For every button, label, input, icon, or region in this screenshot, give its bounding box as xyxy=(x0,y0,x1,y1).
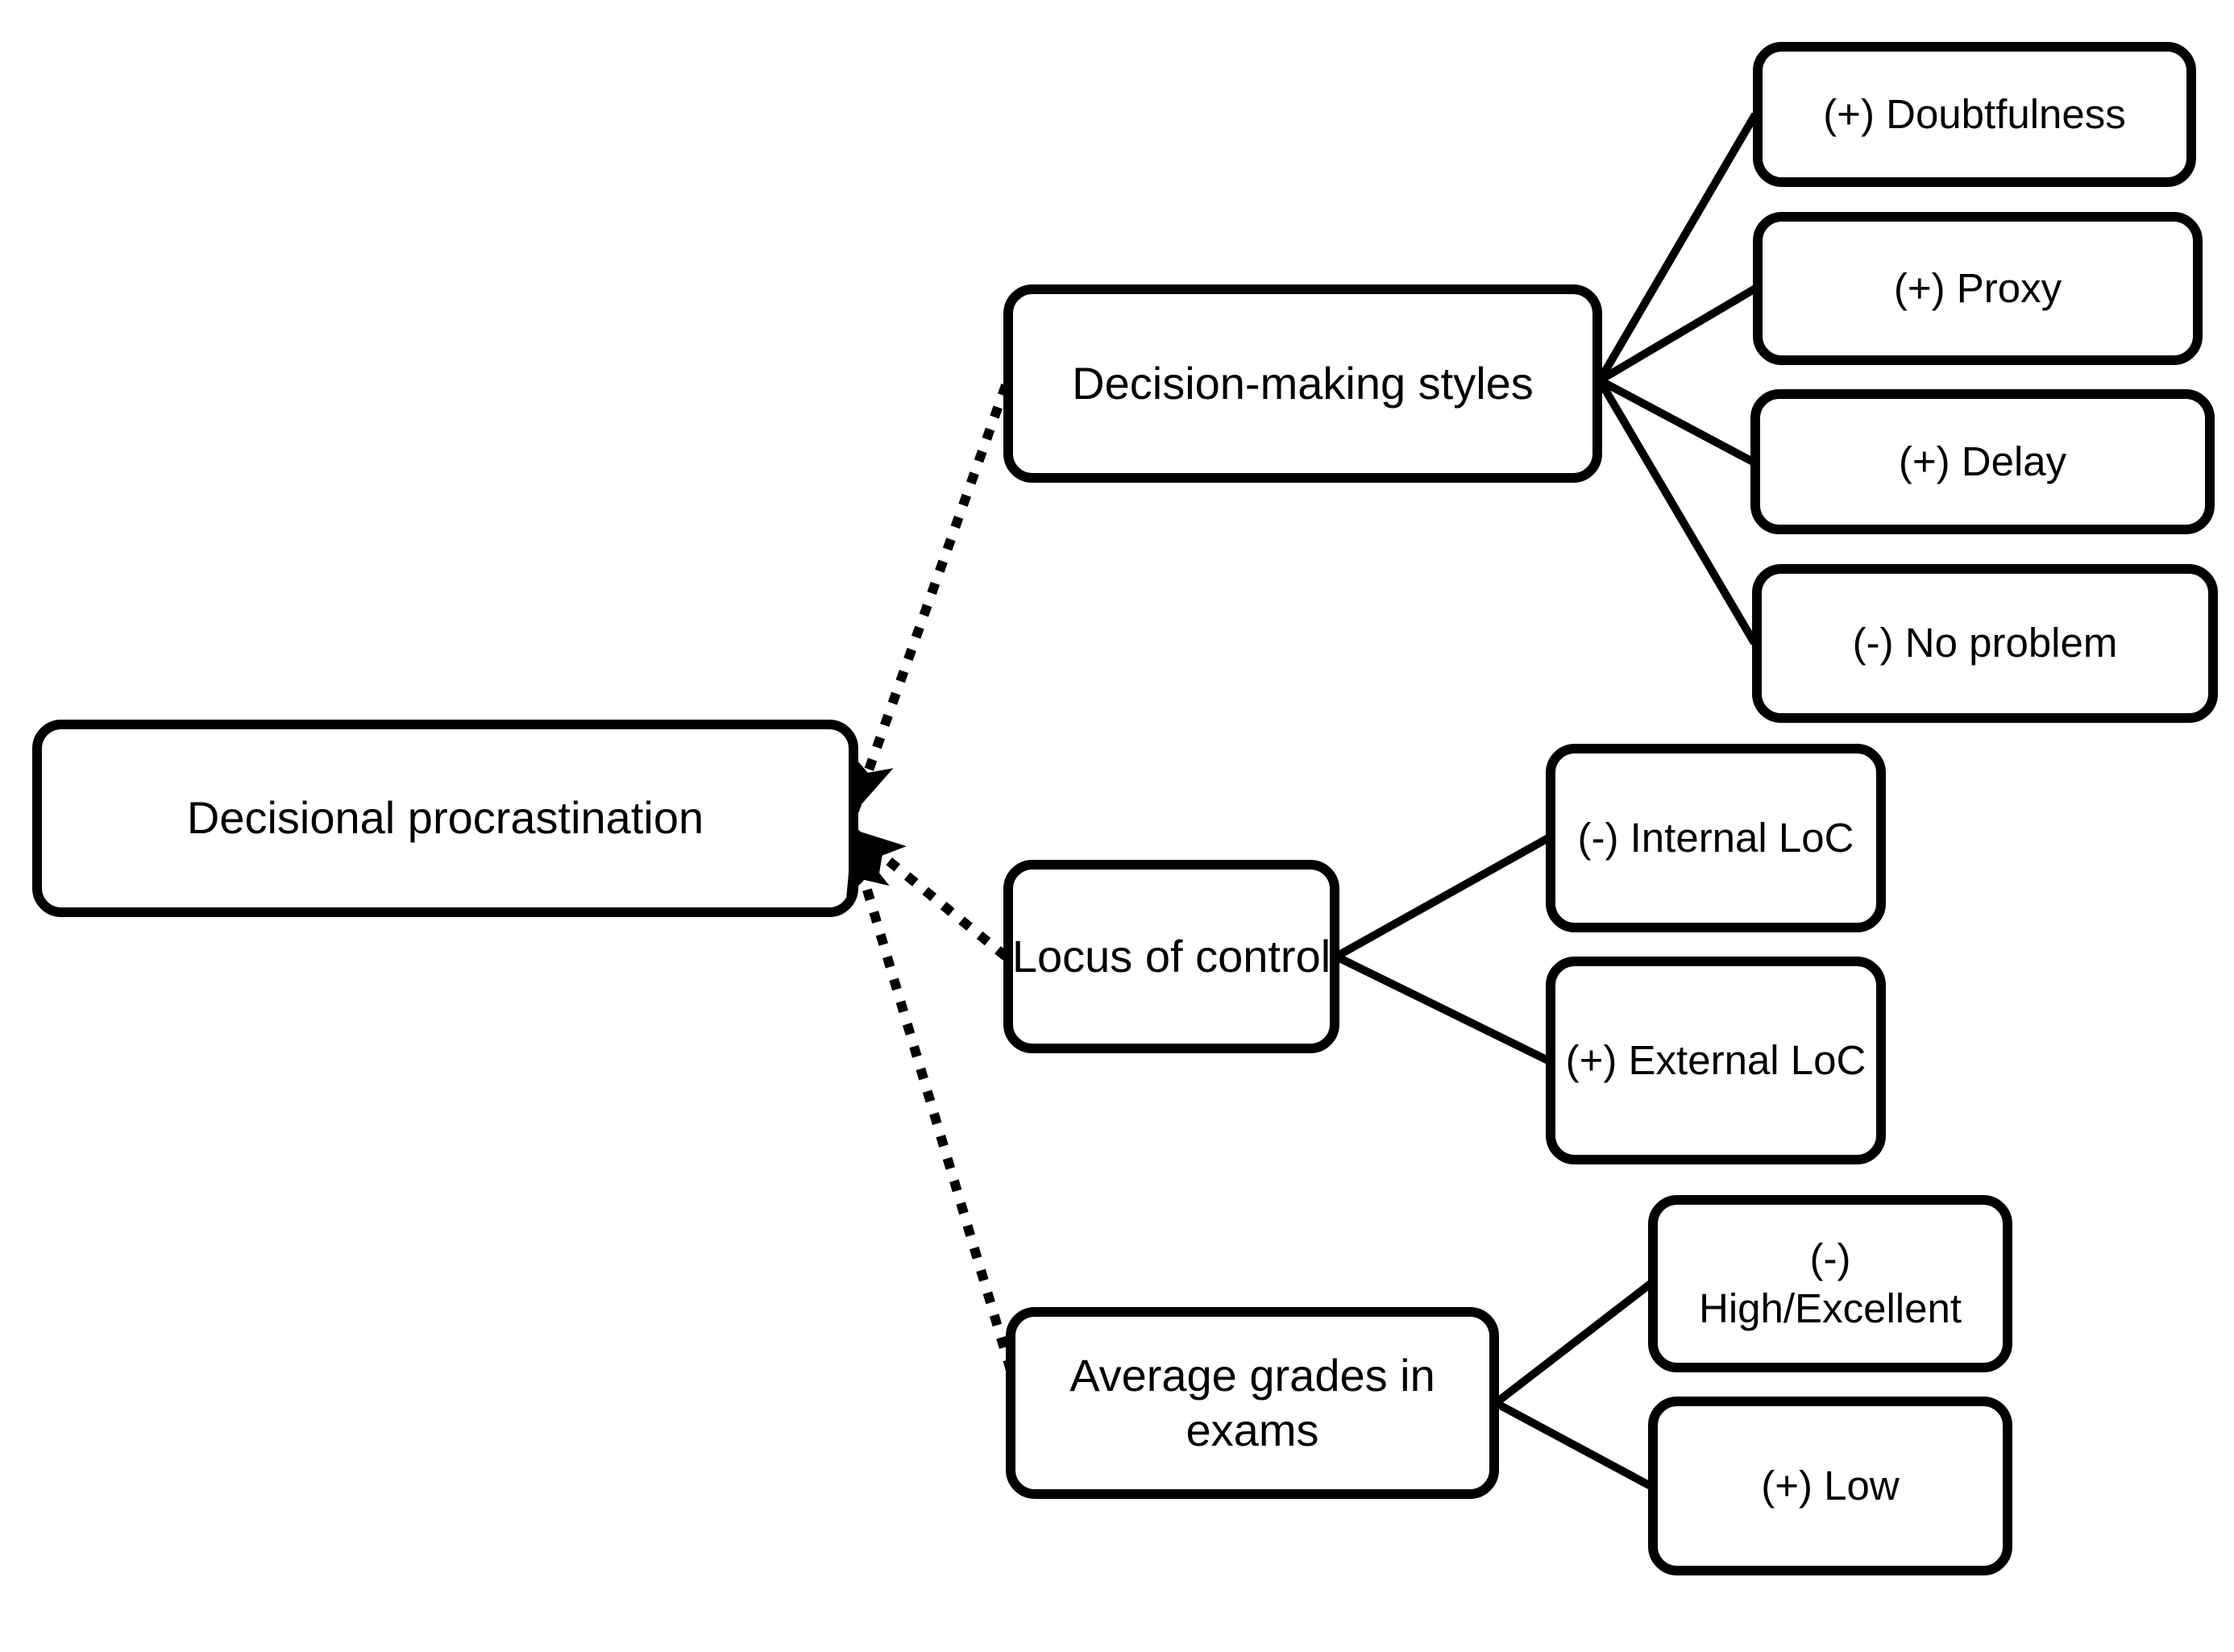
node-label: (+) Delay xyxy=(1898,438,2067,484)
connector-age-high-excellent xyxy=(1493,1281,1654,1406)
connector-dms-no-problem xyxy=(1596,378,1759,645)
node-high-excellent: (-) High/Excellent xyxy=(1648,1195,2012,1372)
connector-loc-external xyxy=(1334,953,1551,1065)
node-label: (+) Doubtfulness xyxy=(1823,90,2126,137)
node-low: (+) Low xyxy=(1648,1397,2012,1575)
arrow-age-to-root xyxy=(846,838,1015,1372)
node-no-problem: (-) No problem xyxy=(1752,564,2218,723)
node-label: (+) External LoC xyxy=(1565,1036,1867,1083)
node-label: Locus of control xyxy=(1011,930,1331,982)
node-label: (+) Low xyxy=(1761,1462,1900,1509)
node-label: Decisional procrastination xyxy=(186,792,704,844)
node-label: (-) No problem xyxy=(1852,620,2118,666)
node-internal-loc: (-) Internal LoC xyxy=(1546,744,1886,932)
node-label: (+) Proxy xyxy=(1893,264,2062,311)
node-label: (-) Internal LoC xyxy=(1577,814,1854,861)
node-proxy: (+) Proxy xyxy=(1753,212,2203,365)
node-label: Decision-making styles xyxy=(1072,357,1534,409)
node-label: (-) High/Excellent xyxy=(1699,1235,1962,1331)
arrow-loc-to-root xyxy=(848,826,1009,961)
node-delay: (+) Delay xyxy=(1750,389,2215,534)
connector-dms-doubtfulness xyxy=(1596,112,1759,383)
node-decisional-procrastination: Decisional procrastination xyxy=(32,720,858,917)
connector-age-low xyxy=(1493,1399,1653,1490)
node-locus-of-control: Locus of control xyxy=(1003,860,1339,1053)
node-external-loc: (+) External LoC xyxy=(1546,957,1886,1164)
arrow-dms-to-root xyxy=(849,383,1011,814)
node-decision-making-styles: Decision-making styles xyxy=(1003,284,1602,483)
connector-dms-delay xyxy=(1597,376,1755,466)
node-label: Average grades in exams xyxy=(1069,1349,1435,1455)
node-doubtfulness: (+) Doubtfulness xyxy=(1753,42,2196,187)
node-average-grades-in-exams: Average grades in exams xyxy=(1006,1307,1499,1499)
connector-dms-proxy xyxy=(1597,284,1758,384)
connector-loc-internal xyxy=(1334,834,1551,961)
